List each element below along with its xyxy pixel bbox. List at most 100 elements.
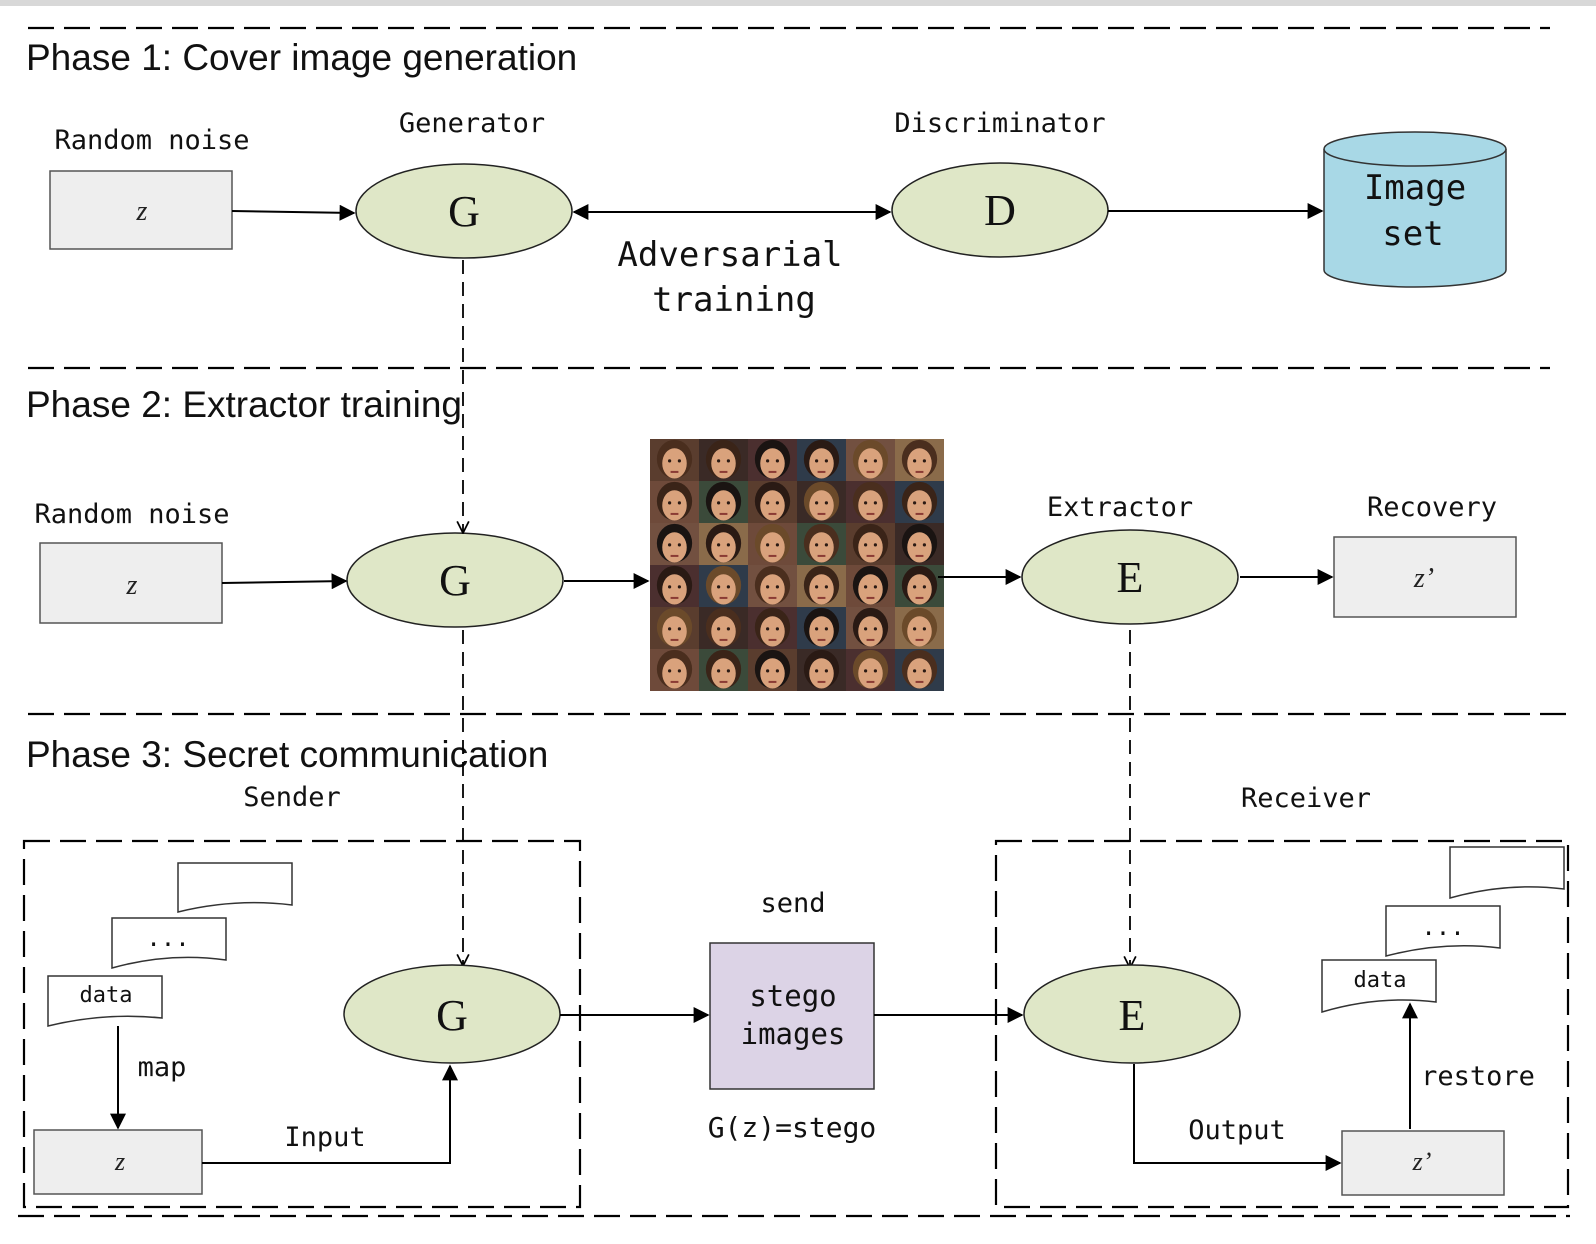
face-tile xyxy=(895,523,944,565)
receiver-z-box xyxy=(1341,1130,1505,1196)
face-tile xyxy=(797,481,846,523)
face-tile xyxy=(650,439,699,481)
face-tile xyxy=(699,565,748,607)
face-tile xyxy=(650,565,699,607)
send-label: send xyxy=(760,888,825,919)
face-tile xyxy=(797,565,846,607)
sender-doc-back xyxy=(177,862,293,913)
p3-extractor-symbol: E xyxy=(1119,991,1146,1040)
face-tile xyxy=(650,481,699,523)
p1-generator-symbol: G xyxy=(448,187,480,236)
stego-label-2: images xyxy=(741,1017,846,1051)
p2-recovery-label: Recovery xyxy=(1367,492,1497,523)
receiver-doc-middle xyxy=(1385,905,1501,957)
p2-extractor-label: Extractor xyxy=(1047,492,1193,523)
receiver-label: Receiver xyxy=(1241,783,1371,814)
face-tile xyxy=(846,481,895,523)
p1-generator-node xyxy=(355,163,573,259)
stego-images-box xyxy=(709,942,875,1090)
face-tile xyxy=(748,523,797,565)
top-edge-shade xyxy=(0,0,1596,6)
face-tile xyxy=(846,523,895,565)
p2-extractor-symbol: E xyxy=(1117,553,1144,602)
face-tile xyxy=(699,481,748,523)
receiver-region xyxy=(994,839,1570,1209)
sender-doc-data-label: data xyxy=(80,983,133,1008)
face-tile xyxy=(797,649,846,691)
receiver-doc-dots: ... xyxy=(1421,913,1464,941)
face-tile xyxy=(797,523,846,565)
p1-adversarial-label-2: training xyxy=(652,280,816,320)
phase2-title: Phase 2: Extractor training xyxy=(26,384,462,425)
p1-imageset-label-2: set xyxy=(1382,214,1443,254)
face-tile xyxy=(748,565,797,607)
face-tile xyxy=(895,649,944,691)
sender-region xyxy=(22,839,582,1209)
face-tile xyxy=(895,565,944,607)
p2-recovery-value: z’ xyxy=(1413,563,1434,594)
face-tile xyxy=(699,439,748,481)
stego-label-1: stego xyxy=(749,979,836,1013)
phase3-title: Phase 3: Secret communication xyxy=(26,734,548,775)
receiver-doc-data xyxy=(1321,959,1437,1014)
arrow-input xyxy=(202,1064,458,1164)
sender-z-box xyxy=(33,1129,203,1195)
arrow-noise-to-g1 xyxy=(231,204,356,221)
restore-label: restore xyxy=(1421,1061,1535,1092)
face-tile xyxy=(797,439,846,481)
face-tile xyxy=(748,481,797,523)
sender-doc-dots: ... xyxy=(146,924,189,952)
face-tile xyxy=(895,439,944,481)
face-tile xyxy=(748,607,797,649)
face-tile xyxy=(797,607,846,649)
p2-noise-value: z xyxy=(126,570,138,601)
face-tile xyxy=(846,649,895,691)
face-tile xyxy=(748,439,797,481)
arrow-output xyxy=(1133,1064,1342,1171)
arrow-noise-to-g2 xyxy=(221,573,348,590)
face-tile xyxy=(846,607,895,649)
p1-noise-box xyxy=(49,170,233,250)
output-label: Output xyxy=(1188,1115,1286,1146)
face-tile xyxy=(650,607,699,649)
face-tile xyxy=(699,607,748,649)
face-tile xyxy=(699,649,748,691)
input-label: Input xyxy=(284,1122,365,1153)
p3-generator-symbol: G xyxy=(436,991,468,1040)
p2-extractor-node xyxy=(1021,529,1239,625)
p1-generator-label: Generator xyxy=(399,108,545,139)
p2-generator-symbol: G xyxy=(439,556,471,605)
face-tile xyxy=(895,607,944,649)
sender-label: Sender xyxy=(243,782,341,813)
p1-noise-label: Random noise xyxy=(54,125,249,156)
p1-discriminator-symbol: D xyxy=(984,186,1016,235)
receiver-z-value: z’ xyxy=(1412,1147,1432,1176)
face-tile xyxy=(748,649,797,691)
sender-z-value: z xyxy=(114,1147,125,1176)
generated-faces-grid xyxy=(650,439,944,691)
map-label: map xyxy=(138,1052,187,1083)
p2-noise-box xyxy=(39,542,223,624)
p1-imageset-label-1: Image xyxy=(1364,168,1466,208)
face-tile xyxy=(699,523,748,565)
sender-doc-data xyxy=(47,975,163,1027)
face-tile xyxy=(650,649,699,691)
face-tile xyxy=(846,565,895,607)
p3-extractor-node xyxy=(1023,964,1241,1064)
p1-adversarial-label-1: Adversarial xyxy=(617,235,842,275)
face-tile xyxy=(895,481,944,523)
receiver-doc-data-label: data xyxy=(1354,968,1407,993)
sender-doc-middle xyxy=(111,917,227,969)
receiver-doc-back xyxy=(1449,846,1565,899)
p2-noise-label: Random noise xyxy=(34,499,229,530)
p1-noise-value: z xyxy=(136,196,148,227)
p2-recovery-box xyxy=(1333,536,1517,618)
stego-formula: G(z)=stego xyxy=(708,1111,877,1144)
image-set-cylinder xyxy=(1323,131,1507,288)
face-tile xyxy=(846,439,895,481)
face-tile xyxy=(650,523,699,565)
p1-discriminator-label: Discriminator xyxy=(894,108,1105,139)
phase1-title: Phase 1: Cover image generation xyxy=(26,37,577,78)
